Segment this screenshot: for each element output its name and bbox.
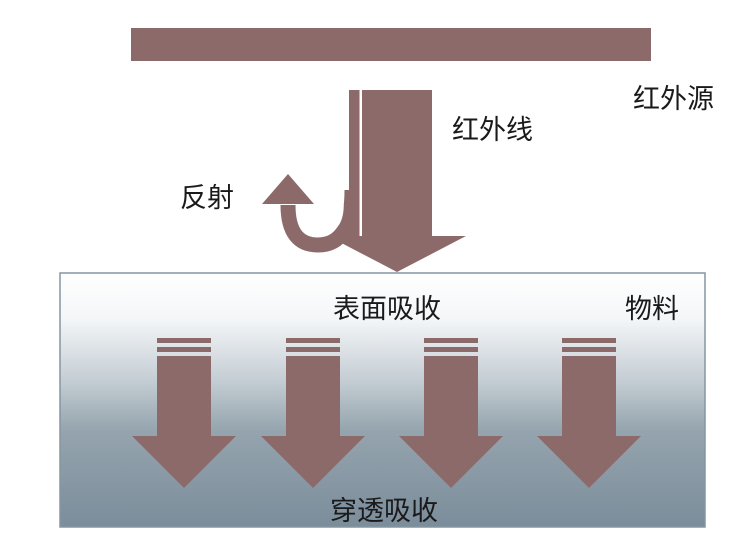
infrared-source-bar — [131, 28, 651, 61]
penetration-arrow — [537, 338, 641, 488]
reflection-arrow — [262, 174, 360, 253]
infrared-ray-arrow — [328, 90, 466, 272]
penetration-arrow — [132, 338, 236, 488]
material-label: 物料 — [625, 294, 679, 325]
infrared-ray-label: 红外线 — [452, 115, 533, 146]
surface-absorption-label: 表面吸收 — [333, 294, 441, 325]
infrared-source-label: 红外源 — [633, 84, 714, 115]
penetration-arrow — [399, 338, 503, 488]
reflection-label: 反射 — [180, 183, 234, 214]
penetration-arrow — [261, 338, 365, 488]
penetration-absorption-label: 穿透吸收 — [330, 496, 438, 527]
